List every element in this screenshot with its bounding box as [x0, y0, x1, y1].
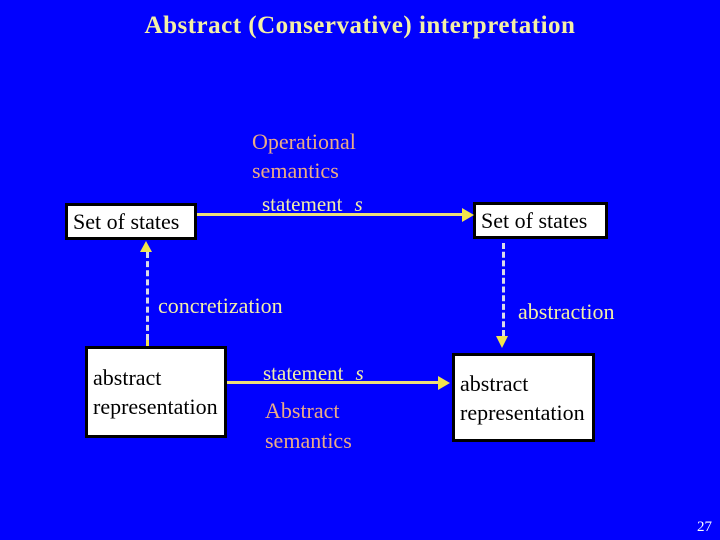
operational-semantics-line1: Operational [252, 129, 356, 154]
concretization-line-tail [146, 340, 149, 346]
top-statement-label: statement s [262, 192, 363, 217]
abstract-semantics-line2: semantics [265, 428, 352, 453]
abstract-representation-left-line1: abstract [93, 365, 162, 390]
set-of-states-right-box: Set of states [473, 202, 608, 239]
bottom-statement-label: statement s [263, 361, 364, 386]
set-of-states-left-box: Set of states [65, 203, 197, 240]
top-statement-word: statement [262, 192, 343, 216]
set-of-states-left-label: Set of states [73, 209, 180, 234]
abstract-representation-left-box: abstract representation [85, 346, 227, 438]
slide-title: Abstract (Conservative) interpretation [144, 12, 576, 39]
bottom-statement-arrow-line [227, 381, 439, 384]
concretization-label: concretization [158, 293, 283, 318]
operational-semantics-label: Operational semantics [252, 127, 356, 185]
abstraction-down-arrowhead-icon [496, 336, 508, 348]
abstract-representation-right-box: abstract representation [452, 353, 595, 442]
page-number: 27 [697, 519, 712, 535]
bottom-statement-arrowhead-icon [438, 376, 450, 390]
top-statement-variable: s [354, 192, 363, 216]
bottom-statement-variable: s [355, 361, 364, 385]
concretization-up-arrowhead-icon [140, 241, 152, 252]
top-statement-arrowhead-icon [462, 208, 474, 222]
abstraction-label: abstraction [518, 299, 615, 324]
operational-semantics-line2: semantics [252, 158, 339, 183]
abstract-semantics-label: Abstract semantics [265, 396, 352, 456]
top-statement-arrow-line [197, 213, 465, 216]
abstraction-dashed-line [502, 243, 505, 336]
abstract-semantics-line1: Abstract [265, 398, 340, 423]
bottom-statement-word: statement [263, 361, 344, 385]
abstract-representation-right-line1: abstract [460, 370, 529, 396]
set-of-states-right-label: Set of states [481, 208, 588, 233]
abstract-representation-left-line2: representation [93, 394, 218, 419]
concretization-dashed-line [146, 252, 149, 340]
abstract-representation-right-line2: representation [460, 399, 585, 425]
